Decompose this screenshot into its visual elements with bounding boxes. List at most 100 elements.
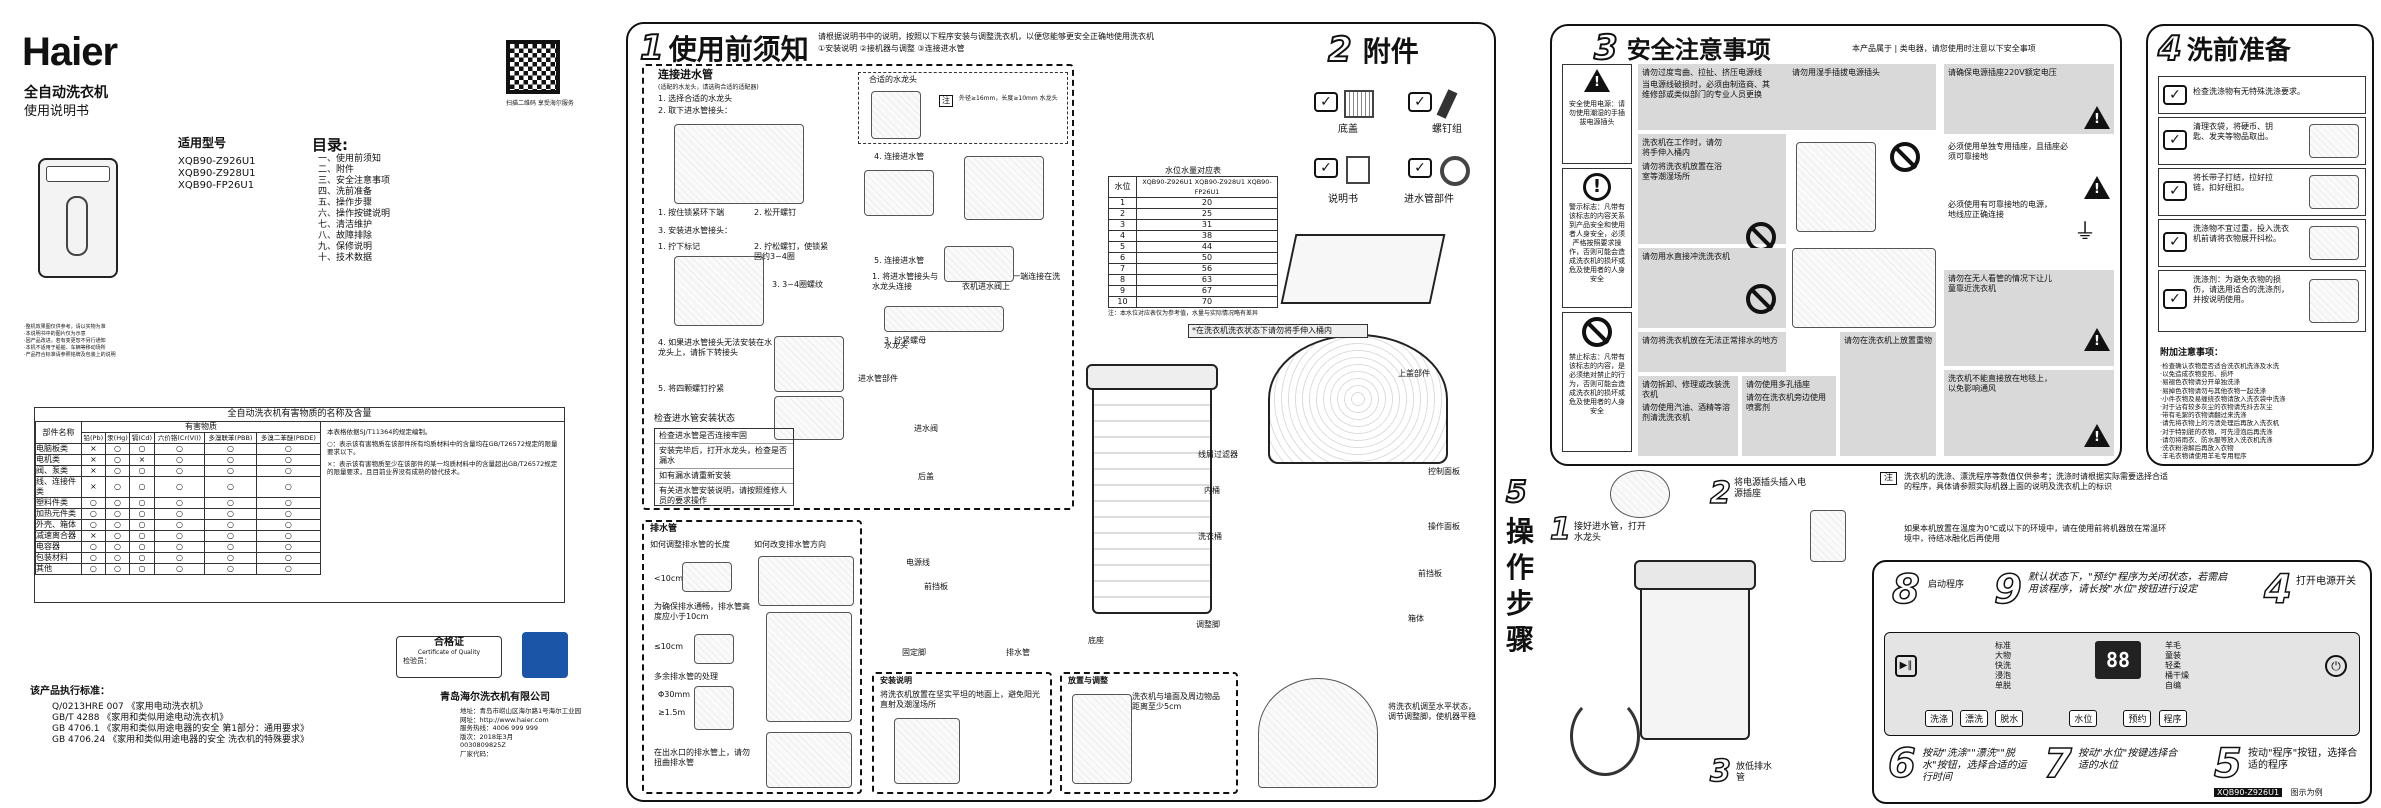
safety-item-text: 请勿将洗衣机放在无法正常排水的地方 [1642, 336, 1778, 345]
drain-label: 为确保排水通畅，排水管高度应小于10cm [654, 602, 750, 621]
step-7-block: 7 按动"水位"按键选择合适的水位 [2043, 743, 2194, 800]
hazard-cell: ○ [104, 454, 131, 466]
standard-item: GB 4706.1 《家用和类似用途电器的安全 第1部分：通用要求》 [52, 724, 309, 734]
spin-key[interactable]: 脱水 [1995, 710, 2024, 727]
step-number: 6 [1887, 741, 1916, 787]
part-label: 箱体 [1408, 614, 1424, 623]
wash-key[interactable]: 洗涤 [1925, 710, 1954, 727]
drain-sketch-3 [694, 686, 734, 730]
prep-item: ✓ 清理衣袋，将硬币、钥匙、发夹等物品取出。 [2158, 117, 2366, 165]
program-option[interactable]: 自编 [2165, 681, 2181, 690]
check-icon: ✓ [1408, 158, 1432, 178]
step-6-block: 6 按动"洗涤""漂洗""脱水"按钮，选择合适的运行时间 [1887, 741, 2038, 800]
step-text: 启动程序 [1928, 580, 1965, 590]
program-option[interactable]: 单脱 [1995, 681, 2011, 690]
program-option[interactable]: 浸泡 [1995, 671, 2011, 680]
safety-item-text: 请勿将洗衣机放置在浴室等潮湿场所 [1642, 162, 1722, 181]
faucet-note: 外径≥16mm，长度≥10mm 水龙头 [959, 95, 1058, 102]
company-info: 地址：青岛市崂山区海尔路1号海尔工业园 网址：http://www.haier.… [460, 707, 581, 758]
part-label: 线屑过滤器 [1198, 450, 1238, 459]
water-level-cell: 5 [1108, 241, 1137, 253]
drain-sketch-1 [682, 562, 732, 592]
hazard-cell: ○ [129, 476, 155, 498]
step-number: 2 [1709, 475, 1731, 512]
step-1: 1. 选择合适的水龙头 [658, 94, 733, 103]
hazard-cell: ○ [129, 508, 155, 520]
program-option[interactable]: 羊毛 [2165, 641, 2181, 650]
check-icon: ✓ [2163, 181, 2187, 201]
sec3-number: 3 [1593, 27, 1619, 68]
part-label: 操作面板 [1428, 522, 1460, 531]
program-option[interactable]: 童装 [2165, 651, 2181, 660]
hazard-cell: ○ [153, 497, 206, 509]
faucet-sketch [871, 91, 921, 139]
level-sketch [1258, 678, 1378, 788]
hazard-cell: ○ [255, 552, 322, 564]
hazard-cell: ○ [104, 563, 131, 575]
part-label: 后盖 [918, 472, 934, 481]
drain-sketch-6 [766, 732, 852, 788]
program-option[interactable]: 快洗 [1995, 661, 2011, 670]
program-option[interactable]: 桶干燥 [2165, 671, 2189, 680]
cert-sub: Certificate of Quality [417, 649, 481, 656]
step-note-box: 注 洗衣机的洗涤、漂洗程序等数值仅供参考；洗涤时请根据实际需要选择合适的程序，具… [1880, 472, 2180, 572]
step-text: 打开电源开关 [2296, 576, 2356, 587]
drain-label: 多余排水管的处理 [654, 672, 718, 681]
warning-icon [2084, 328, 2110, 351]
program-option[interactable]: 轻柔 [2165, 661, 2181, 670]
display-screen: 88 [2095, 641, 2141, 679]
step-text: 按动"水位"按键选择合适的水位 [2078, 748, 2178, 771]
sec4-number: 4 [2157, 28, 2183, 69]
extra-title: 附加注意事项： [2160, 348, 2224, 358]
level-box: 将洗衣机调至水平状态，调节调整脚，使机器平稳 [1248, 672, 1484, 794]
water-level-cell: 6 [1108, 252, 1137, 264]
part-label: 电源线 [906, 558, 930, 567]
note-item: ·产品符合标准请参照铭牌及包装上的说明 [24, 352, 116, 358]
program-option[interactable]: 大物 [1995, 651, 2011, 660]
program-key[interactable]: 程序 [2158, 710, 2187, 727]
hazard-row: 阀、泵类×○○○○○ [35, 465, 322, 477]
hazard-part-name: 加热元件类 [35, 508, 82, 520]
program-option[interactable]: 标准 [1995, 641, 2011, 650]
shirt-icon [2309, 226, 2359, 260]
hazard-cell: ○ [204, 519, 257, 531]
sec3-subtitle: 本产品属于 | 类电器，请您使用时注意以下安全事项 [1852, 44, 2036, 53]
hazard-cell: × [81, 530, 106, 542]
hazard-cell: ○ [204, 476, 257, 498]
washer-illustration [38, 158, 118, 278]
prohibit-icon [1746, 284, 1776, 314]
toc-item: 二、附件 [318, 165, 355, 175]
step-3b: 2. 拧松螺钉，使锁紧固约3~4圈 [754, 242, 829, 261]
panel-keys: 洗涤 漂洗 脱水 水位 预约 程序 [1895, 707, 2355, 728]
hazard-cell: ○ [204, 508, 257, 520]
hazard-cell: × [81, 443, 106, 455]
hazard-row: 减速离合器×○○○○○ [35, 530, 322, 542]
hazard-cell: ○ [255, 476, 322, 498]
drain-hose-sketch [1570, 696, 1640, 776]
hazard-cell: ○ [104, 541, 131, 553]
step-number: 8 [1891, 567, 1920, 613]
check-title: 检查进水管安装状态 [654, 414, 736, 424]
power-button[interactable]: ⏻ [2325, 655, 2347, 677]
operation-area: 1 接好进水管，打开水龙头 2 将电源插头插入电源插座 注 洗衣机的洗涤、漂洗程… [1549, 470, 2376, 808]
water-note: 注：本水位对应表仅为参考值，水量与实际情况略有差异 [1108, 310, 1259, 317]
accessory-label: 底盖 [1338, 124, 1358, 135]
company-address: 地址：青岛市崂山区海尔路1号海尔工业园 [460, 707, 582, 715]
hazard-cell: ○ [204, 454, 257, 466]
rinse-key[interactable]: 漂洗 [1960, 710, 1989, 727]
part-label: 前挡板 [924, 582, 948, 591]
hazard-cell: ○ [153, 476, 206, 498]
hazard-footnote: ○：表示该有害物质在该部件所有均质材料中的含量均在GB/T26572规定的限量要… [327, 439, 558, 457]
safety-item: 请勿在无人看管的情况下让儿童靠近洗衣机 [1944, 270, 2114, 366]
extra-item: ·检查确认衣物是否适合洗衣机洗涤及水洗 [2160, 362, 2280, 370]
start-button[interactable]: ▶‖ [1895, 655, 1917, 677]
safety-item-text: 请勿拆卸、修理或改装洗衣机 [1642, 380, 1730, 399]
accessory-item: ✓ 说明书 [1308, 152, 1386, 212]
toc-item: 六、操作按键说明 [318, 209, 391, 219]
schedule-key[interactable]: 预约 [2123, 710, 2152, 727]
hazard-cell: ○ [204, 530, 257, 542]
hazard-cell: ○ [104, 476, 131, 498]
check-icon: ✓ [1314, 158, 1338, 178]
water-level-key[interactable]: 水位 [2069, 710, 2098, 727]
detergent-icon [2309, 279, 2359, 323]
